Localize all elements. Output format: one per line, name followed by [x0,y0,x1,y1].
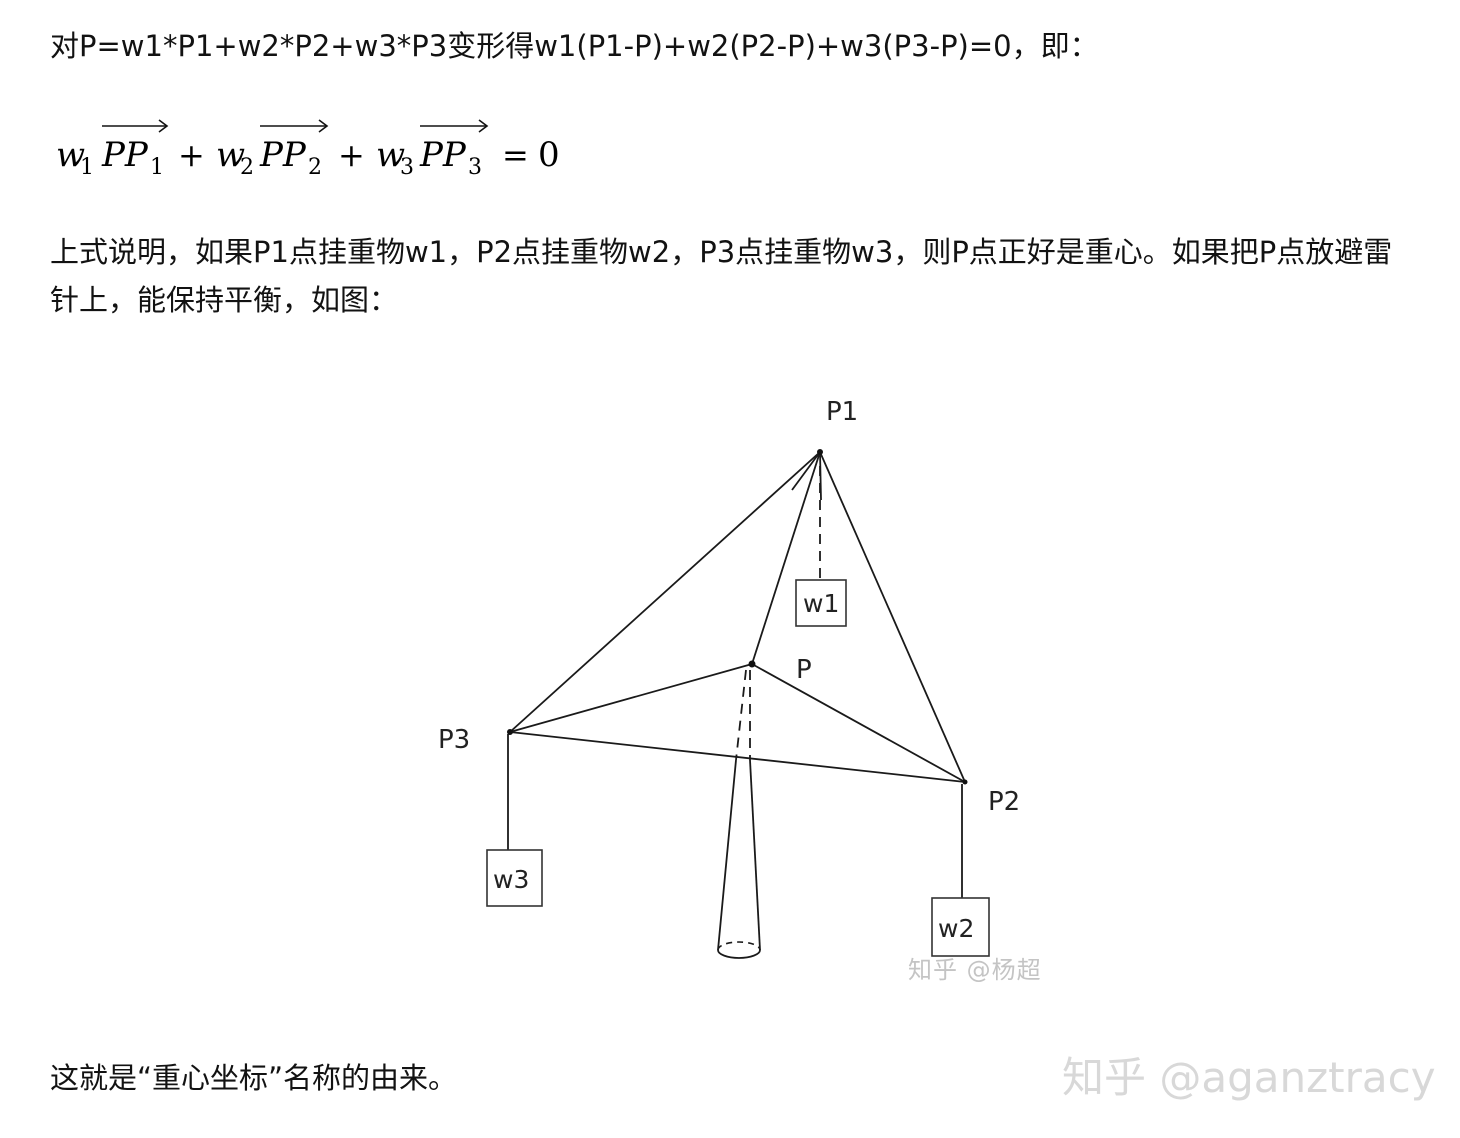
weight-w2-box [931,897,990,957]
zero-value: 0 [538,135,560,175]
weight-subscript: 2 [240,155,254,180]
barycenter-diagram: w1 w3 w2 P1 P P3 P2 [438,397,1020,959]
weight-w3-label: w3 [493,865,529,894]
rod-right-side [749,759,761,951]
edge-p1-p3 [509,451,821,733]
weight-symbol: w [56,135,85,175]
rod-left-side [717,759,737,951]
vector-name: PP [419,135,467,175]
vector-subscript: 3 [468,155,482,180]
explanation-paragraph: 上式说明，如果P1点挂重物w1，P2点挂重物w2，P3点挂重物w3，则P点正好是… [50,235,1393,317]
vector-subscript: 1 [150,155,164,180]
point-p2 [962,779,968,785]
conclusion-paragraph: 这就是“重心坐标”名称的由来。 [50,1061,458,1095]
vector-name: PP [259,135,307,175]
term-1: w 1 PP 1 [56,119,169,180]
figure-watermark: 知乎 @杨超 [908,956,1042,984]
equals-sign: = [502,136,529,174]
arrow-head [318,119,329,133]
arrow-head [158,119,169,133]
label-p3: P3 [438,725,470,755]
plus-sign: + [338,136,365,174]
term-2: w 2 PP 2 [216,119,329,180]
rod-base-front [717,949,761,959]
weight-subscript: 3 [400,155,414,180]
intro-paragraph: 对P=w1*P1+w2*P2+w3*P3变形得w1(P1-P)+w2(P2-P)… [50,29,1099,63]
edge-p-p2 [751,663,966,783]
rod-hidden-left [735,669,747,761]
weight-subscript: 1 [80,155,94,180]
edge-p3-p [509,663,753,733]
edge-p1-p [751,451,821,665]
term-3: w 3 PP 3 [376,119,489,180]
label-p: P [796,655,812,685]
edge-p1-p2 [819,451,966,783]
weight-w1-label: w1 [803,589,839,618]
plus-sign: + [178,136,205,174]
weight-w1-box [795,579,847,627]
point-p1 [817,449,823,455]
vector-subscript: 2 [308,155,322,180]
rod-base-back [717,941,761,951]
weight-w3-box [486,849,543,907]
arrow-head [478,119,489,133]
vector-name: PP [101,135,149,175]
point-p [748,660,756,668]
point-p3 [507,729,513,735]
weight-symbol: w [216,135,245,175]
label-p2: P2 [988,787,1020,817]
edge-p3-p2 [509,731,966,783]
label-p1: P1 [826,397,858,427]
edge-shade [791,451,821,491]
weight-symbol: w [376,135,405,175]
weight-w2-label: w2 [938,914,974,943]
page-watermark: 知乎 @aganztracy [1062,1053,1436,1102]
vector-equation: w 1 PP 1 + w 2 PP 2 + w 3 PP 3 = 0 [56,119,560,180]
